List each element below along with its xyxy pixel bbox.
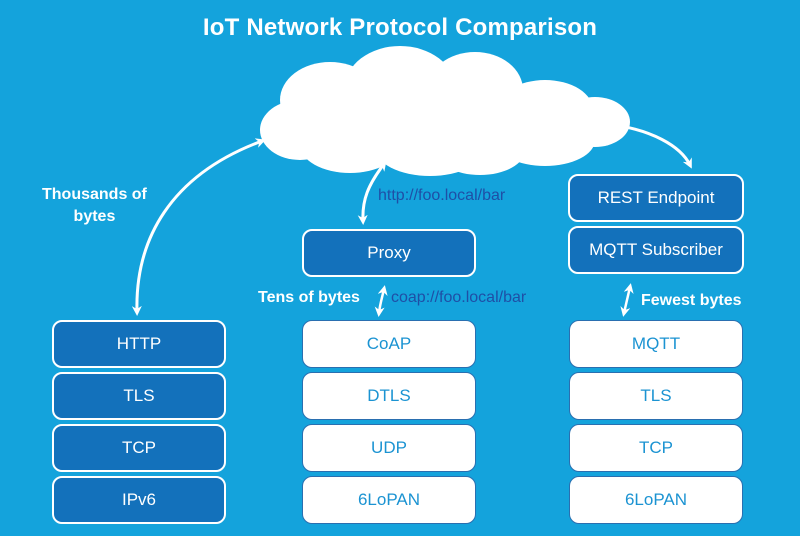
proxy-label: Proxy	[367, 243, 411, 262]
mqtt-subscriber-box: MQTT Subscriber	[568, 226, 744, 274]
layer-label: HTTP	[116, 334, 162, 353]
rest-endpoint-box: REST Endpoint	[568, 174, 744, 222]
stack-layer-ipv6: IPv6	[52, 476, 226, 524]
cloud-icon	[260, 46, 630, 176]
layer-label: DTLS	[367, 386, 411, 405]
stack-layer-udp: UDP	[302, 424, 476, 472]
arrow-proxy-coap	[374, 285, 388, 317]
layer-label: MQTT	[631, 334, 681, 353]
layer-label: CoAP	[366, 334, 412, 353]
stack-layer-coap: CoAP	[302, 320, 476, 368]
arrow-subscriber-mqtt	[620, 283, 634, 317]
rest-endpoint-label: REST Endpoint	[597, 188, 715, 207]
layer-label: UDP	[371, 438, 407, 457]
stack-layer-6lopan: 6LoPAN	[302, 476, 476, 524]
stack-layer-tls: TLS	[52, 372, 226, 420]
diagram-title: IoT Network Protocol Comparison	[202, 14, 598, 41]
layer-label: TCP	[122, 438, 156, 457]
layer-label: 6LoPAN	[624, 490, 688, 509]
stack-layer-6lopan: 6LoPAN	[569, 476, 743, 524]
stack-layer-mqtt: MQTT	[569, 320, 743, 368]
stack-layer-http: HTTP	[52, 320, 226, 368]
arrow-http-cloud	[131, 138, 266, 316]
annotation-thousands-of-bytes: Thousands of bytes	[42, 184, 147, 228]
stack-layer-tls: TLS	[569, 372, 743, 420]
http-url-label: http://foo.local/bar	[378, 187, 506, 204]
layer-label: TLS	[123, 386, 155, 405]
layer-label: IPv6	[121, 490, 157, 509]
layer-label: TLS	[640, 386, 672, 405]
annotation-left-line1: Thousands of	[42, 186, 147, 203]
annotation-tens-of-bytes: Tens of bytes	[258, 289, 360, 306]
stack-layer-tcp: TCP	[52, 424, 226, 472]
mqtt-subscriber-label: MQTT Subscriber	[589, 240, 723, 259]
layer-label: 6LoPAN	[357, 490, 421, 509]
annotation-left-line2: bytes	[73, 208, 116, 225]
coap-url-label: coap://foo.local/bar	[391, 289, 527, 306]
arrow-cloud-rest	[610, 120, 692, 169]
arrow-cloud-proxy	[357, 160, 387, 225]
proxy-box: Proxy	[302, 229, 476, 277]
stack-layer-tcp: TCP	[569, 424, 743, 472]
stack-layer-dtls: DTLS	[302, 372, 476, 420]
layer-label: TCP	[639, 438, 673, 457]
annotation-fewest-bytes: Fewest bytes	[641, 292, 742, 309]
